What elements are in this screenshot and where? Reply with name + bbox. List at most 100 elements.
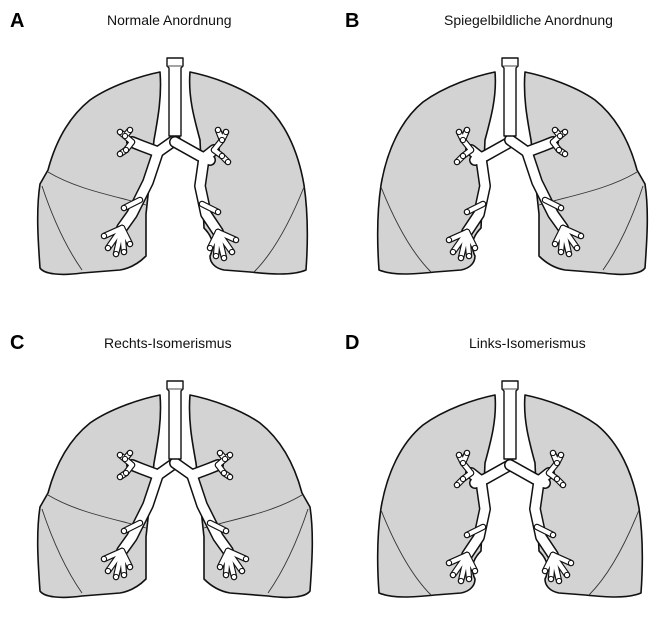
trachea: [167, 381, 183, 459]
bronchial-tip: [127, 450, 132, 455]
bronchial-tip: [223, 572, 228, 577]
bronchial-tip: [460, 137, 465, 142]
bronchial-tip: [207, 245, 212, 250]
bronchial-tip: [127, 127, 132, 132]
bronchial-tip: [558, 205, 563, 210]
bronchial-tip: [127, 241, 132, 246]
bronchial-tip: [122, 133, 127, 138]
panel-b: B Spiegelbildliche Anordnung: [335, 0, 670, 309]
lung-lobe-outline: [189, 395, 312, 597]
lung-diagram: [0, 309, 335, 618]
trachea: [167, 58, 183, 136]
bronchial-tip: [558, 452, 563, 457]
lung-lobe-outline: [38, 395, 161, 597]
bronchial-tip: [227, 452, 232, 457]
bronchial-tip: [121, 528, 126, 533]
bronchial-tip: [243, 556, 248, 561]
trachea: [502, 381, 518, 459]
bronchial-tip: [460, 460, 465, 465]
bronchial-tip: [101, 556, 106, 561]
bronchial-tip: [557, 133, 562, 138]
bronchial-tip: [219, 137, 224, 142]
bronchial-tip: [219, 153, 224, 158]
bronchial-tip: [554, 460, 559, 465]
bronchial-tip: [464, 209, 469, 214]
left-lung: [38, 72, 175, 274]
panel-c: C Rechts-Isomerismus: [0, 309, 335, 618]
bronchial-tip: [223, 528, 228, 533]
bronchial-tip: [456, 452, 461, 457]
bronchial-tip: [117, 452, 122, 457]
bronchial-tip: [456, 129, 461, 134]
panel-d: D Links-Isomerismus: [335, 309, 670, 618]
bronchial-tip: [466, 253, 471, 258]
bronchial-tip: [566, 251, 571, 256]
bronchial-tip: [221, 470, 226, 475]
bronchial-tip: [227, 474, 232, 479]
bronchial-tip: [460, 153, 465, 158]
bronchial-tip: [550, 450, 555, 455]
bronchial-tip: [450, 572, 455, 577]
bronchial-tip: [562, 151, 567, 156]
bronchial-tip: [121, 205, 126, 210]
bronchial-tip: [121, 572, 126, 577]
bronchial-tip: [217, 450, 222, 455]
bronchial-tip: [460, 476, 465, 481]
bronchial-tip: [223, 129, 228, 134]
bronchial-tip: [113, 251, 118, 256]
bronchial-tip: [221, 255, 226, 260]
bronchial-tip: [215, 127, 220, 132]
bronchial-tip: [552, 127, 557, 132]
bronchial-tip: [122, 456, 127, 461]
bronchial-tip: [558, 249, 563, 254]
left-lung: [38, 395, 175, 597]
bronchial-tip: [562, 129, 567, 134]
bronchial-tip: [464, 450, 469, 455]
trachea: [502, 58, 518, 136]
bronchial-tip: [472, 245, 477, 250]
lung-lobe-outline: [38, 72, 161, 274]
bronchial-tip: [117, 474, 122, 479]
bronchial-tip: [458, 578, 463, 583]
bronchial-tip: [105, 245, 110, 250]
bronchial-tip: [466, 576, 471, 581]
bronchial-tip: [564, 572, 569, 577]
lung-diagram: [0, 0, 335, 309]
bronchial-tip: [121, 249, 126, 254]
lung-diagram: [335, 309, 670, 618]
right-lung: [510, 395, 642, 597]
bronchial-tip: [105, 568, 110, 573]
bronchial-tip: [113, 574, 118, 579]
bronchial-tip: [446, 237, 451, 242]
bronchial-tip: [542, 568, 547, 573]
bronchial-tip: [472, 568, 477, 573]
bronchial-tip: [231, 574, 236, 579]
bronchial-tip: [556, 147, 561, 152]
lung-diagram: [335, 0, 670, 309]
bronchial-tip: [239, 568, 244, 573]
lung-lobe-outline: [524, 72, 647, 274]
bronchial-tip: [454, 482, 459, 487]
bronchial-tip: [446, 560, 451, 565]
right-lung: [175, 395, 312, 597]
bronchial-tip: [117, 129, 122, 134]
bronchial-tip: [215, 209, 220, 214]
bronchial-tip: [127, 564, 132, 569]
right-lung: [510, 72, 647, 274]
bronchial-tip: [548, 576, 553, 581]
bronchial-tip: [556, 578, 561, 583]
bronchial-tip: [552, 241, 557, 246]
bronchial-tip: [222, 456, 227, 461]
bronchial-tip: [554, 476, 559, 481]
bronchial-tip: [454, 159, 459, 164]
bronchial-tip: [213, 253, 218, 258]
bronchial-tip: [458, 255, 463, 260]
bronchial-tip: [123, 470, 128, 475]
bronchial-tip: [101, 233, 106, 238]
panel-a: A Normale Anordnung: [0, 0, 335, 309]
bronchial-tip: [464, 127, 469, 132]
bronchial-tip: [225, 159, 230, 164]
bronchial-tip: [229, 249, 234, 254]
bronchial-tip: [560, 482, 565, 487]
bronchial-tip: [217, 564, 222, 569]
